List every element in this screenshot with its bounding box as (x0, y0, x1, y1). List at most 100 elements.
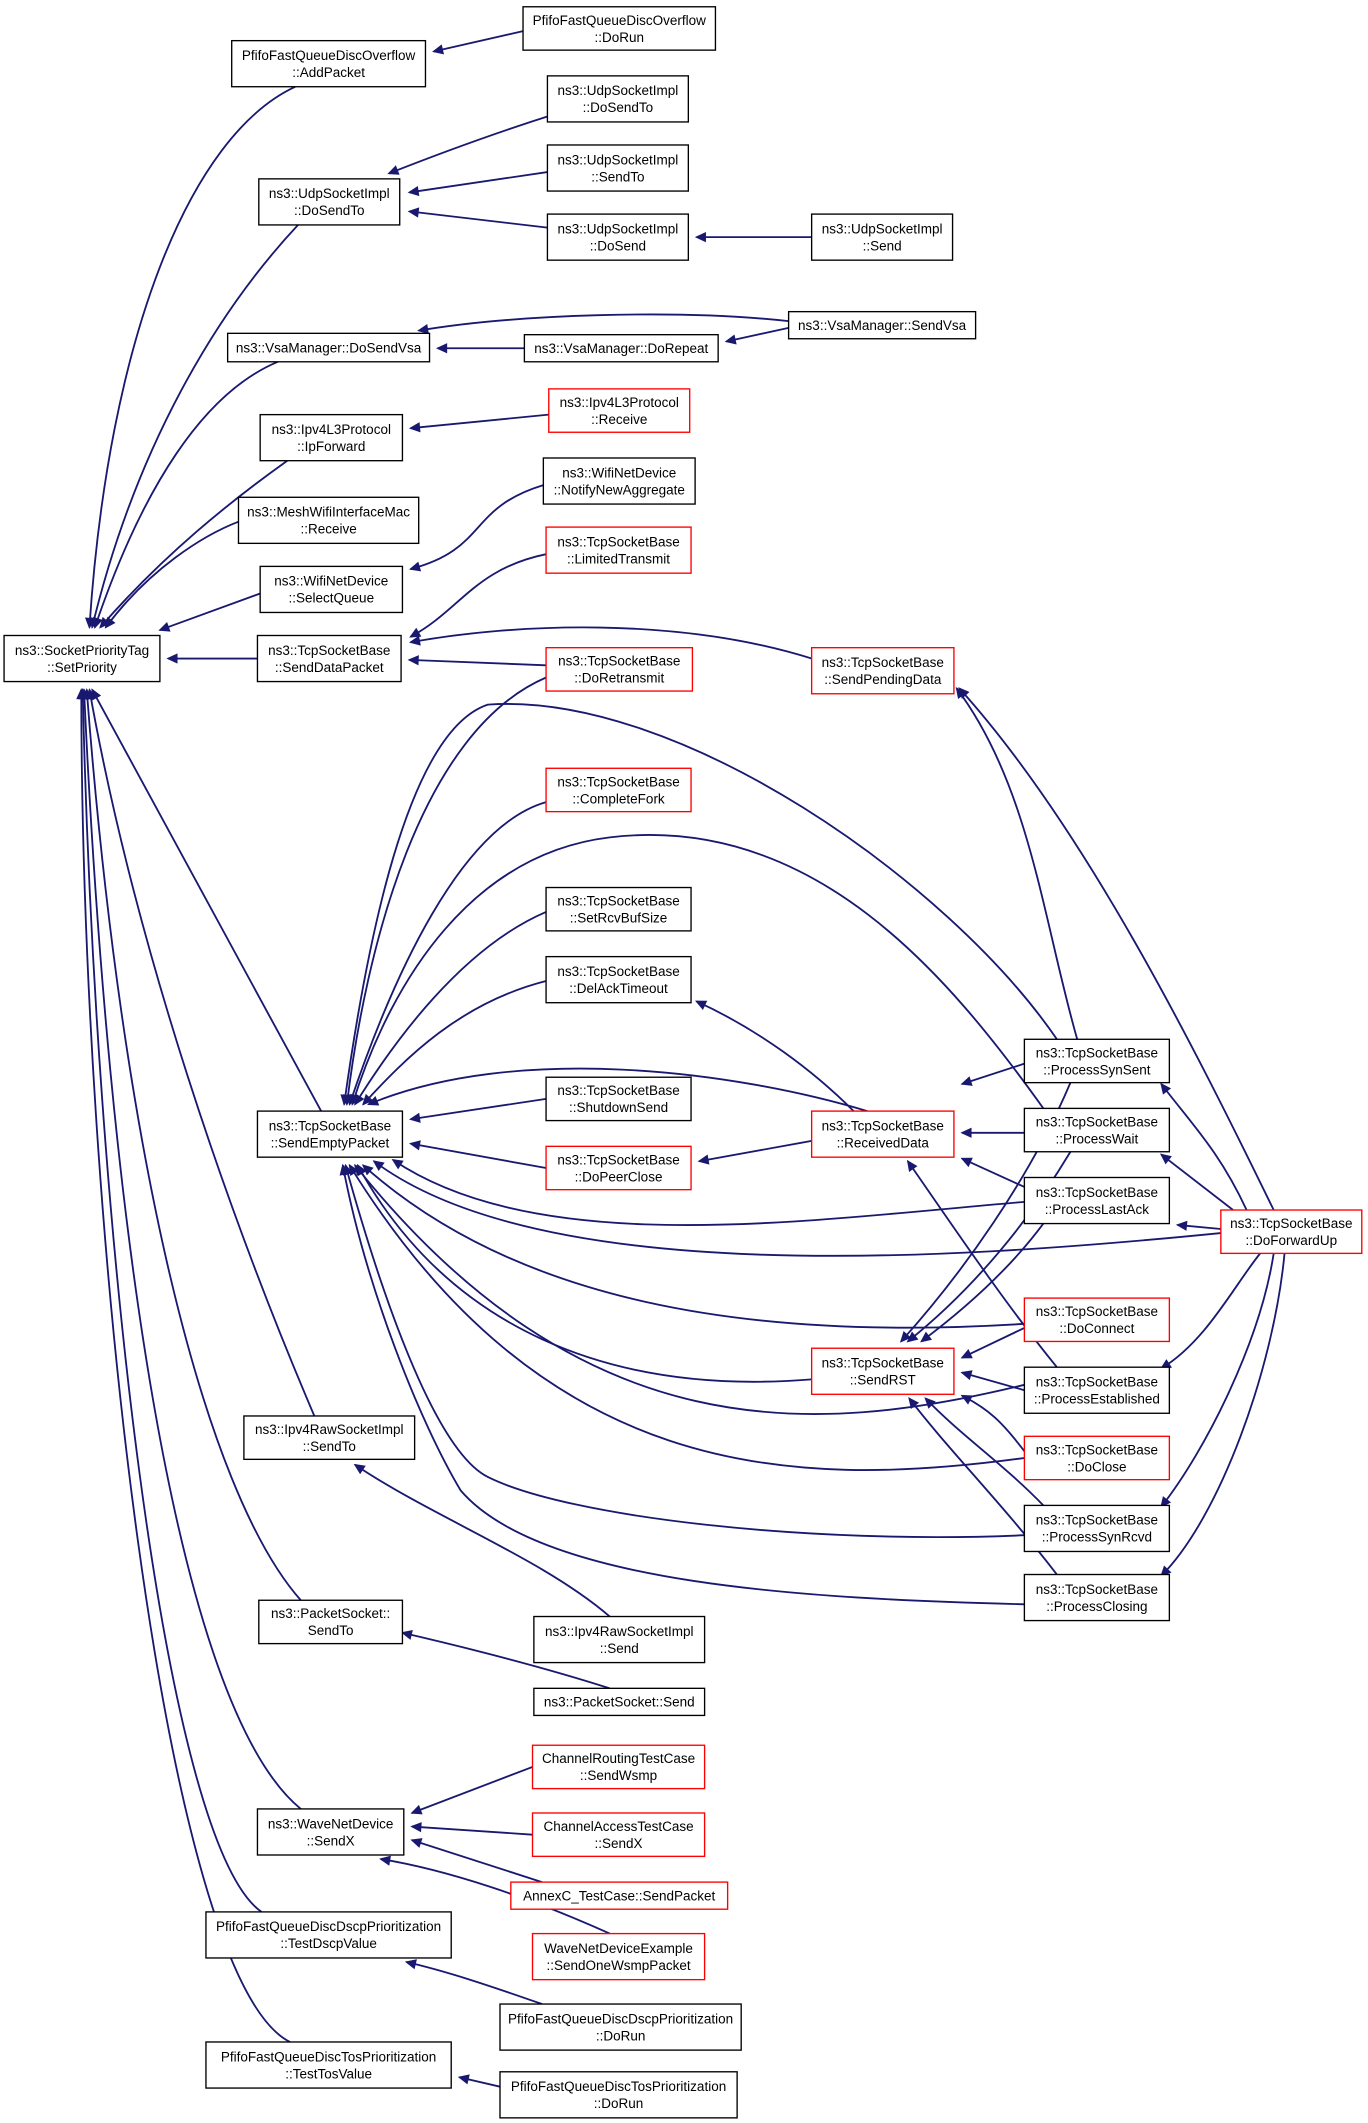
node-tcp-senddata[interactable]: ns3::TcpSocketBase::SendDataPacket (256, 634, 402, 683)
edge-line (955, 687, 1079, 1040)
arrow-head-icon (340, 1094, 351, 1106)
edge-line (1160, 1083, 1248, 1211)
node-label: ::SendEmptyPacket (271, 1135, 390, 1150)
edge-tcp_setrcvbuf-to-tcp_sendempty (354, 911, 547, 1106)
node-label: ns3::TcpSocketBase (822, 655, 944, 670)
node-udp-send[interactable]: ns3::UdpSocketImpl::Send (810, 213, 954, 261)
node-pfifo-overflow-run[interactable]: PfifoFastQueueDiscOverflow::DoRun (522, 6, 717, 51)
node-pfifo-dscp-test[interactable]: PfifoFastQueueDiscDscpPrioritization::Te… (205, 1911, 452, 1959)
node-tcp-established[interactable]: ns3::TcpSocketBase::ProcessEstablished (1023, 1366, 1171, 1414)
node-ipv4raw-sendto[interactable]: ns3::Ipv4RawSocketImpl::SendTo (243, 1415, 416, 1461)
node-wave-sendx[interactable]: ns3::WaveNetDevice::SendX (256, 1808, 405, 1856)
node-ipv4-ipforward[interactable]: ns3::Ipv4L3Protocol::IpForward (259, 413, 404, 462)
node-vsa-dorepeat[interactable]: ns3::VsaManager::DoRepeat (523, 334, 719, 363)
node-pfifo-tos-run[interactable]: PfifoFastQueueDiscTosPrioritization::DoR… (499, 2071, 738, 2119)
edge-tcp_senddata-to-set_priority (166, 653, 258, 664)
node-pfifo-overflow-add[interactable]: PfifoFastQueueDiscOverflow::AddPacket (231, 39, 427, 88)
node-ipv4-receive[interactable]: ns3::Ipv4L3Protocol::Receive (548, 388, 691, 433)
node-tcp-receiveddata[interactable]: ns3::TcpSocketBase::ReceivedData (810, 1110, 955, 1158)
node-label: ::SendWsmp (580, 1768, 657, 1783)
node-box (231, 39, 427, 88)
node-label: ::DoPeerClose (575, 1169, 663, 1184)
node-chaccess-sendx[interactable]: ChannelAccessTestCase::SendX (531, 1812, 706, 1858)
node-tcp-doclose[interactable]: ns3::TcpSocketBase::DoClose (1023, 1435, 1171, 1481)
node-label: ns3::UdpSocketImpl (557, 83, 678, 98)
node-label: ::DoRun (594, 2096, 644, 2111)
edge-line (83, 689, 302, 1810)
node-pfifo-tos-test[interactable]: PfifoFastQueueDiscTosPrioritization::Tes… (205, 2041, 452, 2089)
node-udp-dosendto-r[interactable]: ns3::UdpSocketImpl::DoSendTo (546, 75, 690, 123)
node-tcp-lastack[interactable]: ns3::TcpSocketBase::ProcessLastAck (1023, 1176, 1171, 1225)
node-label: ::SelectQueue (289, 591, 375, 606)
node-tcp-wait[interactable]: ns3::TcpSocketBase::ProcessWait (1023, 1107, 1171, 1153)
edge-line (961, 1157, 1025, 1188)
node-box (545, 526, 692, 574)
arrow-head-icon (960, 1370, 973, 1381)
edge-ipv4raw_sendto-to-set_priority (86, 688, 316, 1417)
node-box (259, 565, 404, 614)
arrow-head-icon (99, 616, 111, 629)
edge-tcp_forwardup-to-tcp_sendempty (372, 1160, 1221, 1257)
node-box (531, 1932, 706, 1981)
edge-line (961, 1327, 1025, 1359)
node-label: ::SendOneWsmpPacket (547, 1958, 691, 1973)
arrow-head-icon (409, 561, 422, 572)
node-chrouting-wsmp[interactable]: ChannelRoutingTestCase::SendWsmp (531, 1744, 706, 1790)
node-tcp-retransmit[interactable]: ns3::TcpSocketBase::DoRetransmit (545, 647, 694, 692)
node-label: ns3::UdpSocketImpl (822, 221, 943, 236)
edge-line (343, 703, 1058, 1105)
node-udp-sendto[interactable]: ns3::UdpSocketImpl::SendTo (546, 144, 690, 192)
node-tcp-forwardup[interactable]: ns3::TcpSocketBase::DoForwardUp (1220, 1209, 1363, 1255)
node-tcp-doPeerclose[interactable]: ns3::TcpSocketBase::DoPeerClose (545, 1145, 692, 1191)
node-pfifo-dscp-run[interactable]: PfifoFastQueueDiscDscpPrioritization::Do… (499, 2003, 742, 2051)
node-tcp-shutdownsend[interactable]: ns3::TcpSocketBase::ShutdownSend (545, 1076, 692, 1122)
node-box (531, 1812, 706, 1858)
edge-tcp_forwardup-to-tcp_established (1159, 1252, 1261, 1370)
edge-ipv4_receive-to-ipv4_ipforward (408, 413, 549, 433)
node-tcp-completefork[interactable]: ns3::TcpSocketBase::CompleteFork (545, 767, 692, 813)
node-set-priority[interactable]: ns3::SocketPriorityTag::SetPriority (3, 634, 161, 683)
node-tcp-setrcvbuf[interactable]: ns3::TcpSocketBase::SetRcvBufSize (545, 886, 692, 932)
node-mesh-receive[interactable]: ns3::MeshWifiInterfaceMac::Receive (237, 496, 420, 545)
edge-line (1160, 1253, 1286, 1577)
node-label: ::TestTosValue (285, 2066, 372, 2081)
node-wifi-notify[interactable]: ns3::WifiNetDevice::NotifyNewAggregate (542, 457, 696, 505)
node-wave-example[interactable]: WaveNetDeviceExample::SendOneWsmpPacket (531, 1932, 706, 1981)
node-udp-dosend[interactable]: ns3::UdpSocketImpl::DoSend (546, 213, 690, 261)
edge-wifi_notify-to-wifi_selectqueue (409, 484, 544, 572)
node-label: ns3::TcpSocketBase (269, 1118, 391, 1133)
node-tcp-closing[interactable]: ns3::TcpSocketBase::ProcessClosing (1023, 1573, 1171, 1622)
arrow-head-icon (1160, 1496, 1172, 1509)
node-vsa-dosendvsa[interactable]: ns3::VsaManager::DoSendVsa (226, 332, 431, 363)
node-packet-sendto[interactable]: ns3::PacketSocket::SendTo (258, 1599, 404, 1645)
arrow-head-icon (409, 627, 422, 638)
node-tcp-synrcvd[interactable]: ns3::TcpSocketBase::ProcessSynRcvd (1023, 1504, 1171, 1553)
node-tcp-sendpending[interactable]: ns3::TcpSocketBase::SendPendingData (810, 647, 955, 695)
edge-tcp_synsent-to-tcp_sendempty (340, 703, 1058, 1106)
node-tcp-sendrst[interactable]: ns3::TcpSocketBase::SendRST (810, 1347, 955, 1395)
node-label: ns3::UdpSocketImpl (557, 152, 678, 167)
node-tcp-limited[interactable]: ns3::TcpSocketBase::LimitedTransmit (545, 526, 692, 574)
node-label: ns3::VsaManager::DoRepeat (534, 341, 708, 356)
node-vsa-sendvsa[interactable]: ns3::VsaManager::SendVsa (787, 310, 977, 340)
node-tcp-synsent[interactable]: ns3::TcpSocketBase::ProcessSynSent (1023, 1038, 1171, 1084)
node-layer: ns3::SocketPriorityTag::SetPriorityPfifo… (3, 6, 1363, 2119)
node-tcp-doconnect[interactable]: ns3::TcpSocketBase::DoConnect (1023, 1297, 1171, 1343)
node-ipv4raw-send[interactable]: ns3::Ipv4RawSocketImpl::Send (533, 1615, 706, 1664)
edge-udp_dosendto_r-to-udp_dosendto (387, 115, 548, 175)
node-box (810, 1110, 955, 1158)
node-annexc-send[interactable]: AnnexC_TestCase::SendPacket (510, 1881, 729, 1910)
node-tcp-sendempty[interactable]: ns3::TcpSocketBase::SendEmptyPacket (256, 1110, 404, 1158)
arrow-head-icon (408, 635, 421, 646)
node-udp-dosendto[interactable]: ns3::UdpSocketImpl::DoSendTo (258, 178, 401, 226)
node-label: SendTo (308, 1623, 354, 1638)
arrow-head-icon (353, 1463, 366, 1475)
node-tcp-delack[interactable]: ns3::TcpSocketBase::DelAckTimeout (545, 955, 692, 1004)
edge-line (924, 1397, 1045, 1507)
node-label: ns3::TcpSocketBase (557, 964, 679, 979)
edge-line (410, 1098, 547, 1121)
edge-line (961, 1394, 1026, 1452)
node-packet-send[interactable]: ns3::PacketSocket::Send (533, 1687, 706, 1717)
node-wifi-selectqueue[interactable]: ns3::WifiNetDevice::SelectQueue (259, 565, 404, 614)
